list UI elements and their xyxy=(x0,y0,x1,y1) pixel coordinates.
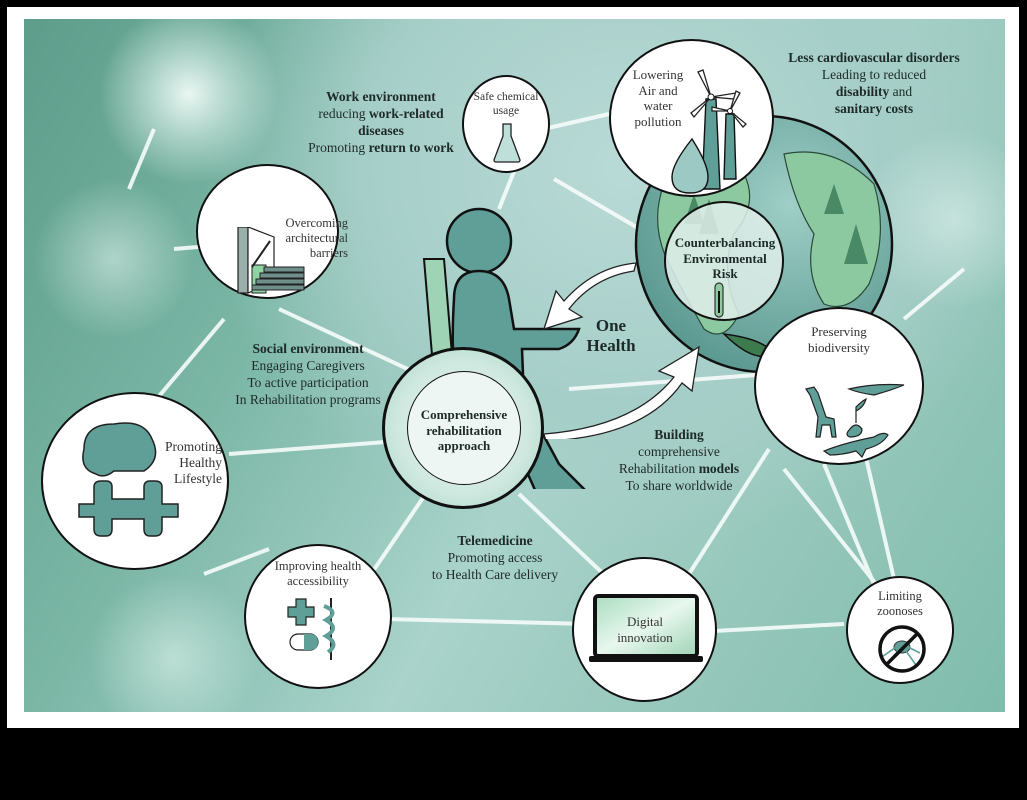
annotation-text: return to work xyxy=(368,139,454,155)
node-zoonoses[interactable] xyxy=(846,576,954,684)
label-line: barriers xyxy=(309,246,348,260)
globe-label: Counterbalancing Environmental Risk xyxy=(660,235,790,282)
annotation-line: Engaging Caregivers xyxy=(251,357,365,373)
thermometer-icon xyxy=(714,282,724,318)
medical-cross-icon xyxy=(287,598,336,660)
annotation-line: To active participation xyxy=(247,374,369,390)
globe-label-line: Environmental xyxy=(683,250,767,266)
annotation-text: disability xyxy=(835,83,890,99)
annotation-line: Telemedicine xyxy=(457,533,533,548)
annotation-line: disability and xyxy=(764,84,984,101)
annotation-text: models xyxy=(698,460,740,476)
globe-label-line: Counterbalancing xyxy=(674,235,776,250)
flask-icon xyxy=(493,123,521,163)
annotation-line: Promoting access xyxy=(447,549,543,565)
center-label: Comprehensive rehabilitation approach xyxy=(394,407,534,454)
label-line: usage xyxy=(492,104,520,117)
giraffe-icon xyxy=(805,386,837,438)
annotation-line: In Rehabilitation programs xyxy=(235,391,381,407)
center-label-line: approach xyxy=(437,438,491,454)
no-tick-icon xyxy=(878,625,926,673)
annotation-line: Leading to reduced xyxy=(821,66,927,82)
center-node[interactable] xyxy=(407,371,521,485)
label-line: Lifestyle xyxy=(174,471,222,487)
one-health-line: One xyxy=(595,316,627,335)
arrow-right-icon xyxy=(543,345,700,439)
brain-icon xyxy=(82,422,157,477)
annotation-text: reducing xyxy=(318,105,369,121)
node-architectural-label: Overcoming architectural barriers xyxy=(258,216,348,261)
annotation-text: and xyxy=(889,83,913,99)
node-healthy-lifestyle[interactable] xyxy=(41,392,229,570)
label-line: Air and xyxy=(638,82,678,98)
annotation-line: Rehabilitation models xyxy=(594,461,764,478)
stairs-icon xyxy=(237,227,305,294)
annotation-line: Promoting return to work xyxy=(286,140,476,157)
laptop-icon xyxy=(589,594,703,662)
label-line: architectural xyxy=(285,231,348,245)
globe-magnifier xyxy=(664,201,784,321)
label-line: Overcoming xyxy=(285,216,348,230)
whale-icon xyxy=(822,432,889,459)
annotation-telemedicine: Telemedicine Promoting access to Health … xyxy=(410,533,580,584)
annotation-text: Promoting xyxy=(308,139,369,155)
label-line: Safe chemical xyxy=(473,91,539,103)
label-line: Limiting xyxy=(878,589,922,603)
label-line: Preserving xyxy=(811,324,867,339)
annotation-line: reducing work-related xyxy=(286,106,476,123)
label-line: innovation xyxy=(617,629,673,645)
annotation-cardiovascular: Less cardiovascular disorders Leading to… xyxy=(764,50,984,118)
annotation-text: work-related xyxy=(368,105,444,121)
label-line: water xyxy=(643,98,673,114)
annotation-line: Less cardiovascular disorders xyxy=(788,50,960,65)
arrows xyxy=(543,262,700,439)
annotation-work-environment: Work environment reducing work-related d… xyxy=(286,89,476,157)
node-health-accessibility[interactable] xyxy=(244,544,392,689)
one-health-label: One Health xyxy=(566,316,656,355)
label-line: biodiversity xyxy=(807,339,871,355)
label-line: accessibility xyxy=(287,574,349,588)
annotation-line: to Health Care delivery xyxy=(431,566,559,582)
label-line: Digital xyxy=(626,614,664,629)
brain-dumbbell-icon xyxy=(78,422,179,537)
annotation-building: Building comprehensive Rehabilitation mo… xyxy=(594,427,764,495)
node-health-accessibility-label: Improving health accessibility xyxy=(254,559,382,589)
node-digital-label: Digital innovation xyxy=(599,614,691,645)
diagram-panel: Counterbalancing Environmental Risk Comp… xyxy=(24,19,1005,712)
center-label-line: Comprehensive xyxy=(420,407,508,422)
node-pollution-label: Lowering Air and water pollution xyxy=(620,67,696,129)
bird-icon xyxy=(847,383,905,396)
label-line: Lowering xyxy=(632,67,684,82)
annotation-line: diseases xyxy=(358,122,404,138)
node-biodiversity-label: Preserving biodiversity xyxy=(779,324,899,355)
label-line: Healthy xyxy=(179,455,222,471)
label-line: Improving health xyxy=(274,559,362,573)
label-line: pollution xyxy=(634,113,682,129)
annotation-line: Social environment xyxy=(252,341,364,356)
caduceus-icon xyxy=(321,604,336,654)
annotation-line: Work environment xyxy=(326,89,436,104)
label-line: zoonoses xyxy=(877,604,923,618)
node-safe-chemical-label: Safe chemical usage xyxy=(464,91,548,119)
annotation-line: To share worldwide xyxy=(625,477,733,493)
center-label-line: rehabilitation xyxy=(426,422,502,438)
node-zoonoses-label: Limiting zoonoses xyxy=(854,589,946,619)
dumbbell-icon xyxy=(78,480,179,537)
one-health-line: Health xyxy=(586,335,636,355)
annotation-social-environment: Social environment Engaging Caregivers T… xyxy=(210,341,406,409)
annotation-text: Rehabilitation xyxy=(618,460,699,476)
plant-icon xyxy=(846,397,867,438)
annotation-line: comprehensive xyxy=(638,443,720,459)
arrow-left-icon xyxy=(543,262,637,330)
wind-turbine-icon xyxy=(671,69,747,194)
globe-label-line: Risk xyxy=(712,266,738,282)
animals-icon xyxy=(805,383,905,459)
annotation-line: sanitary costs xyxy=(834,100,914,116)
node-healthy-lifestyle-label: Promoting Healthy Lifestyle xyxy=(132,439,222,488)
annotation-line: Building xyxy=(654,427,704,442)
label-line: Promoting xyxy=(164,439,222,454)
